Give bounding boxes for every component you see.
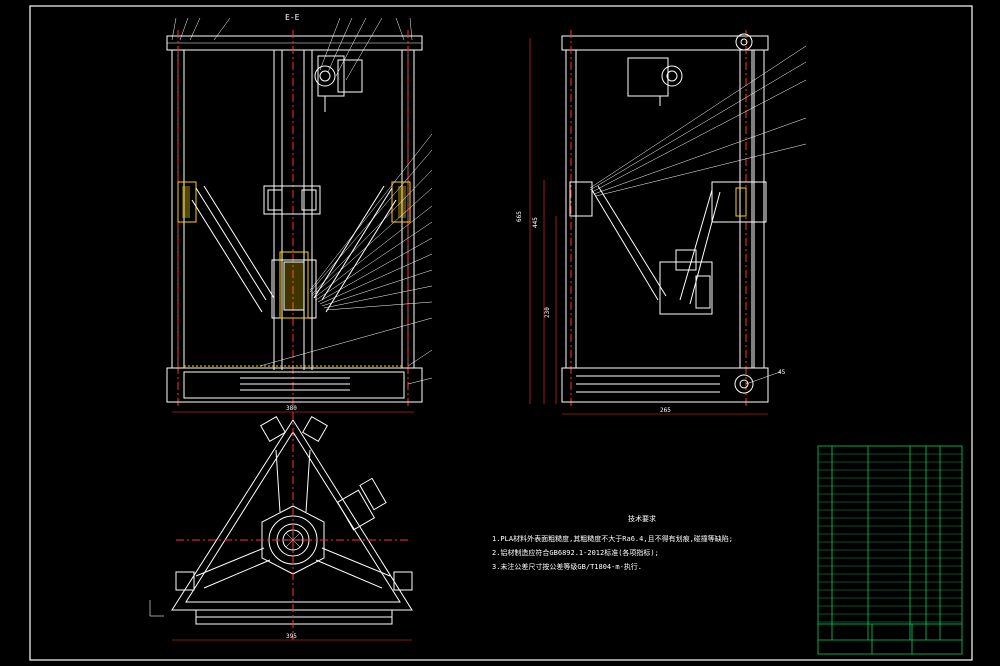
height-total-dimension: 665 [516, 211, 523, 222]
angle-dimension: 45 [778, 369, 786, 376]
tech-requirement-1: 1.PLA材料外表面粗糙度,其粗糙度不大于Ra6.4,且不得有划痕,碰撞等缺陷; [492, 535, 734, 543]
top-width-dimension: 395 [286, 633, 297, 640]
sheet-outer-border [29, 5, 973, 661]
side-width-dimension: 265 [660, 407, 671, 414]
top-view: 395 [149, 412, 413, 641]
tech-requirement-3: 3.未注公差尺寸按公差等级GB/T1804-m-执行. [492, 563, 643, 571]
technical-requirements: 技术要求 1.PLA材料外表面粗糙度,其粗糙度不大于Ra6.4,且不得有划痕,碰… [492, 512, 752, 574]
height-upper-dimension: 445 [532, 217, 539, 228]
side-view: 665 445 230 265 45 [516, 30, 807, 415]
front-width-dimension: 380 [286, 405, 297, 412]
front-view: E-E [166, 13, 433, 413]
height-lower-dimension: 230 [544, 307, 551, 318]
tech-requirements-heading: 技术要求 [628, 515, 656, 523]
section-label: E-E [285, 13, 300, 22]
tech-requirement-2: 2.铝材制造应符合GB6892.1-2012标准(各项指标); [492, 549, 659, 557]
parts-list-table [817, 445, 963, 655]
